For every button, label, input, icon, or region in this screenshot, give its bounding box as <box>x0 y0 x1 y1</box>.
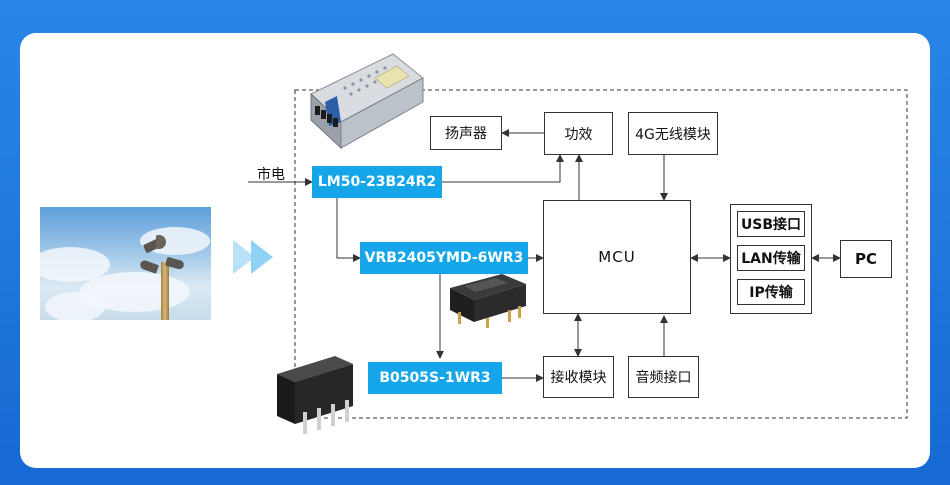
usb-label: USB接口 <box>740 217 802 233</box>
usb-block: USB接口 <box>737 211 805 237</box>
power-lm50-label: LM50-23B24R2 <box>317 174 437 190</box>
pc-label: PC <box>854 250 877 268</box>
mains-label: 市电 <box>257 167 285 183</box>
lan-block: LAN传输 <box>737 245 805 271</box>
power-vrb-block: VRB2405YMD-6WR3 <box>360 242 528 274</box>
dcdc-module-b0505-icon <box>277 356 353 434</box>
pc-block: PC <box>840 240 892 278</box>
audio-port-label: 音频接口 <box>635 370 692 386</box>
wire-lm50-amp <box>442 154 564 183</box>
module-4g-label: 4G无线模块 <box>635 126 711 143</box>
power-b0505-block: B0505S-1WR3 <box>368 362 502 394</box>
receiver-label: 接收模块 <box>550 370 607 386</box>
speaker-block: 扬声器 <box>430 116 502 150</box>
audio-port-block: 音频接口 <box>628 356 699 398</box>
wire-lm50-vrb <box>336 198 361 262</box>
ip-label: IP传输 <box>749 285 793 301</box>
speaker-label: 扬声器 <box>445 126 487 142</box>
amplifier-block: 功效 <box>544 112 613 155</box>
lan-label: LAN传输 <box>741 251 801 267</box>
ip-block: IP传输 <box>737 279 805 305</box>
module-4g-block: 4G无线模块 <box>628 112 718 155</box>
receiver-block: 接收模块 <box>543 356 614 398</box>
power-vrb-label: VRB2405YMD-6WR3 <box>364 250 524 266</box>
enclosed-power-supply-icon <box>310 53 424 150</box>
dcdc-module-vrb-icon <box>450 274 526 328</box>
mcu-block: MCU <box>543 200 691 314</box>
power-lm50-block: LM50-23B24R2 <box>312 166 442 198</box>
amplifier-label: 功效 <box>564 126 593 143</box>
outdoor-loudspeaker-pole-photo <box>40 207 211 320</box>
mcu-label: MCU <box>598 248 636 266</box>
power-b0505-label: B0505S-1WR3 <box>379 370 491 386</box>
system-frame <box>294 89 908 419</box>
